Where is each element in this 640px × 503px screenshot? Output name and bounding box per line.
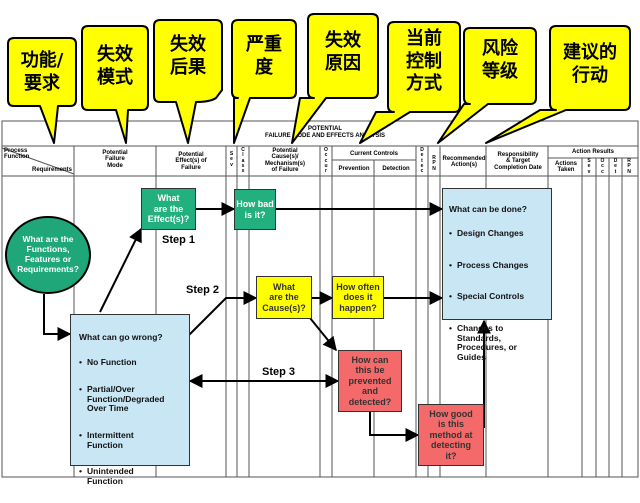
list-item: •Design Changes [449,228,524,239]
header-process-function: Process Function [4,148,30,161]
arrow-wrong-to-causes [187,291,258,337]
header-action-results: Action Results [571,149,614,155]
callout-bubble-5 [291,13,379,144]
form-title-potential: POTENTIAL [308,126,342,132]
header-detection: Detection [382,166,410,172]
what-can-be-done-box: What can be done? •Design Changes •Proce… [442,188,552,362]
arrow-circle-to-wrong [43,294,72,341]
callout-bubble-1 [7,37,77,144]
callout-severity: 严重 度 [246,34,282,78]
what-can-go-wrong-title: What can go wrong? [79,331,163,342]
header-recommended: Recommended Action(s) [442,156,486,169]
what-can-be-done-title: What can be done? [449,203,527,214]
list-item: •Changes to Standards, Procedures, or Gu… [449,322,517,363]
list-item: •Process Changes [449,259,529,270]
callout-layer [7,13,631,144]
callout-failure-effect: 失效 后果 [170,34,206,78]
callout-function-requirement: 功能/ 要求 [20,50,64,94]
callout-failure-cause: 失效 原因 [325,30,361,74]
step-1-label: Step 1 [162,234,196,246]
header-occur: O c c u r [324,147,328,174]
callout-bubble-4 [231,19,297,144]
causes-box: What are the Cause(s)? [256,276,312,319]
header-responsibility: Responsibility & Target Completion Date [494,152,542,171]
functions-circle-label: What are the Functions, Features or Requ… [17,234,79,274]
flow-arrows [5,202,491,442]
effects-box: What are the Effect(s)? [141,188,196,230]
header-requirements: Requirements [31,167,72,173]
what-can-go-wrong-list: What can go wrong? •No Function •Partial… [79,323,187,503]
how-often-box: How often does it happen? [332,276,384,319]
list-item: •Unintended Function [79,466,134,486]
arrow-wrong-to-effects [99,227,142,313]
callout-recommended-action: 建议的 行动 [563,42,617,86]
header-actions-taken: Actions Taken [554,161,577,174]
header-ar-det: D e t [613,158,618,175]
callout-bubble-8 [485,25,631,144]
header-diagonal [1,147,75,175]
header-detec: D e t e c [420,147,424,174]
header-class: C l a s s [241,147,245,174]
list-item: •Special Controls [449,291,525,302]
callout-bubble-2 [81,25,149,144]
callout-risk-level: 风险 等级 [482,38,518,82]
functions-circle [5,216,91,294]
step-3-label: Step 3 [262,366,296,378]
header-current-controls: Current Controls [350,151,398,157]
detecting-box: How good is this method at detecting it? [418,404,484,466]
callout-bubble-6 [359,21,461,144]
step-2-label: Step 2 [186,284,220,296]
header-causes: Potential Cause(s)/ Mechanism(s) of Fail… [264,148,305,173]
callout-bubble-7 [437,27,537,144]
list-item: •Intermittent Function [79,429,134,450]
what-can-be-done-list: What can be done? •Design Changes •Proce… [449,195,549,380]
header-failure-mode: Potential Failure Mode [102,150,128,169]
header-ar-occ: O c c [600,158,605,175]
callout-failure-mode: 失效 模式 [97,44,133,88]
list-item: •No Function [79,357,137,368]
how-bad-box: How bad is it? [234,189,276,230]
header-ar-sev: S e v [587,158,591,175]
arrow-causes-to-prevented [309,317,337,352]
header-rpn: R P N [432,155,436,172]
header-effects: Potential Effect(s) of Failure [175,152,207,171]
what-can-go-wrong-box: What can go wrong? •No Function •Partial… [70,314,190,486]
callout-bubble-3 [153,19,223,144]
list-item: •Partial/Over Function/Degraded Over Tim… [79,383,165,414]
callout-current-control: 当前 控制 方式 [406,28,442,94]
arrow-prevented-to-detecting [369,402,420,442]
header-sev: S e v [229,151,234,168]
header-ar-rpn: R P N [627,158,631,175]
prevented-box: How can this be prevented and detected? [338,350,402,412]
header-prevention: Prevention [338,166,370,172]
